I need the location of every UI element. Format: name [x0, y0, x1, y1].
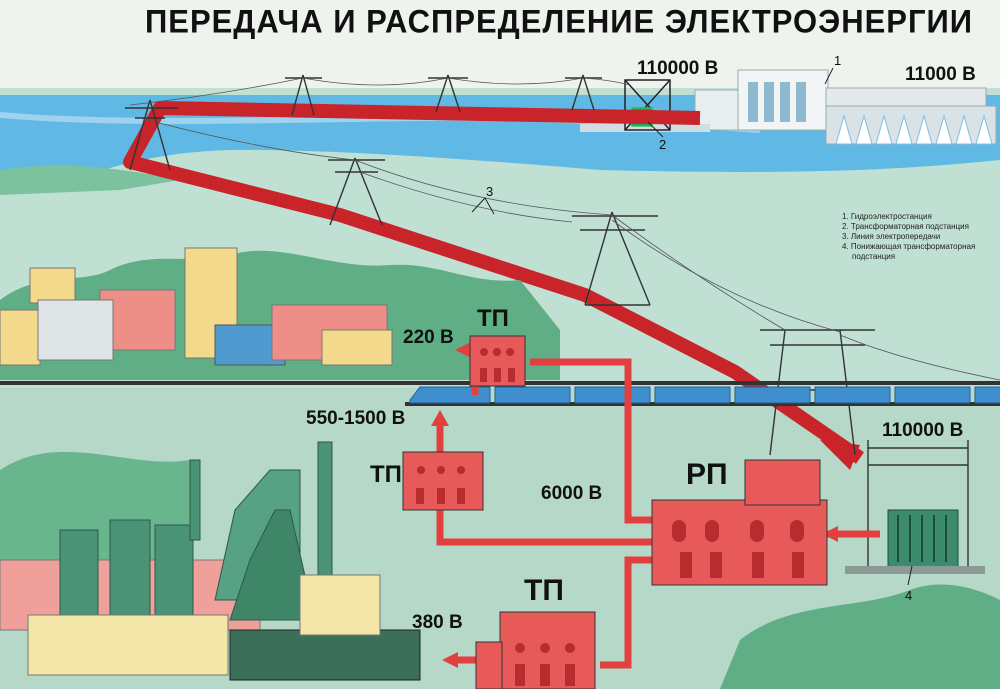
callout-2: 2	[659, 137, 667, 152]
callout-lines	[471, 67, 913, 586]
voltage-380: 380 В	[412, 612, 463, 633]
arrow-left-380	[442, 652, 458, 668]
callout-3: 3	[486, 184, 494, 199]
voltage-110000-top: 110000 В	[637, 58, 719, 79]
legend-item-3: 3. Линия электропередачи	[842, 232, 941, 241]
train-track	[405, 402, 1000, 406]
voltage-550-1500: 550-1500 В	[306, 408, 406, 429]
tp-label-bottom: ТП	[524, 574, 564, 607]
callout-4: 4	[905, 588, 913, 603]
voltage-6000: 6000 В	[541, 483, 603, 504]
tower-5	[328, 157, 385, 226]
tp-building-top	[469, 335, 526, 387]
legend-item-4-cont: подстанция	[852, 252, 896, 261]
step-down-transformer	[845, 509, 985, 574]
tower-6	[572, 211, 658, 306]
tp-building-bottom	[475, 611, 596, 689]
line-rp-to-tp-mid	[436, 508, 655, 546]
poster-title: ПЕРЕДАЧА И РАСПРЕДЕЛЕНИЕ ЭЛЕКТРОЭНЕРГИИ	[145, 3, 974, 40]
distribution-arrows	[431, 342, 838, 668]
tp-label-top: ТП	[477, 305, 509, 332]
voltage-110000-bottom: 110000 В	[882, 420, 964, 441]
legend-item-1: 1. Гидроэлектростанция	[842, 212, 932, 221]
tp-building-mid	[402, 451, 484, 511]
steel-factory	[0, 441, 421, 681]
voltage-11000: 11000 В	[905, 64, 976, 85]
voltage-220: 220 В	[403, 327, 454, 348]
callout-1: 1	[834, 53, 842, 68]
power-lines	[129, 77, 1000, 381]
legend-item-2: 2. Трансформаторная подстанция	[842, 222, 969, 231]
electric-train	[409, 386, 1000, 404]
hydro-power-station	[580, 69, 997, 145]
tp-label-mid: ТП	[370, 461, 402, 488]
rp-label: РП	[686, 458, 728, 491]
legend-item-4: 4. Понижающая трансформаторная	[842, 242, 976, 251]
power-path-arrowhead	[820, 440, 860, 470]
arrow-left-rp	[822, 526, 838, 542]
lower-right-trees	[720, 584, 1000, 689]
arrow-left-220	[455, 342, 471, 358]
transmission-towers	[125, 74, 969, 570]
line-rp-to-tp-bottom	[600, 556, 652, 669]
city-buildings	[0, 247, 393, 366]
arrow-up-550	[431, 410, 449, 426]
tower-8	[867, 440, 969, 570]
rp-building	[651, 459, 828, 586]
legend: 1. Гидроэлектростанция 2. Трансформаторн…	[842, 212, 975, 262]
sky	[0, 0, 1000, 90]
river-bank	[0, 165, 180, 195]
